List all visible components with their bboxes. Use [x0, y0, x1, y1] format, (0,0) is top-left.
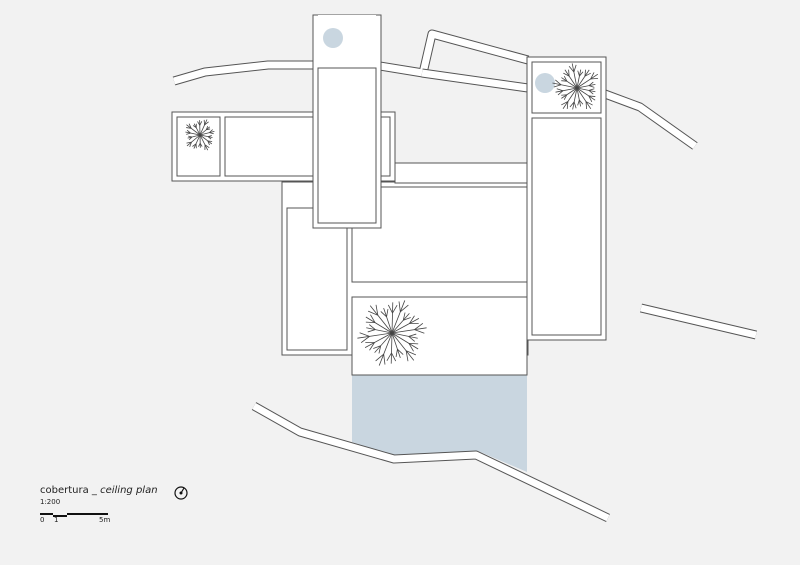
north-arrow-icon [174, 486, 188, 500]
drawing-title: cobertura _ ceiling plan [40, 485, 158, 496]
walkway-paths [172, 29, 758, 340]
tree-icon [185, 119, 215, 151]
tree-icon [552, 63, 599, 110]
scale-bar [40, 513, 108, 517]
lower-walkway-path [251, 402, 610, 523]
tree-icon [357, 300, 427, 366]
title-text: cobertura [40, 485, 89, 496]
water-area [352, 375, 527, 472]
drawing-legend: cobertura _ ceiling plan 1:200 0 1 5m [40, 485, 188, 525]
scale-label-0: 0 [40, 516, 45, 524]
title-separator: _ [88, 485, 101, 496]
scale-label-5m: 5m [99, 516, 111, 524]
trees-group [185, 63, 599, 366]
subtitle-text: ceiling plan [100, 485, 158, 496]
scale-label-1: 1 [54, 516, 59, 524]
skylight-circle-icon [323, 28, 555, 93]
roof-blocks [171, 14, 607, 376]
scale-text: 1:200 [40, 498, 61, 506]
